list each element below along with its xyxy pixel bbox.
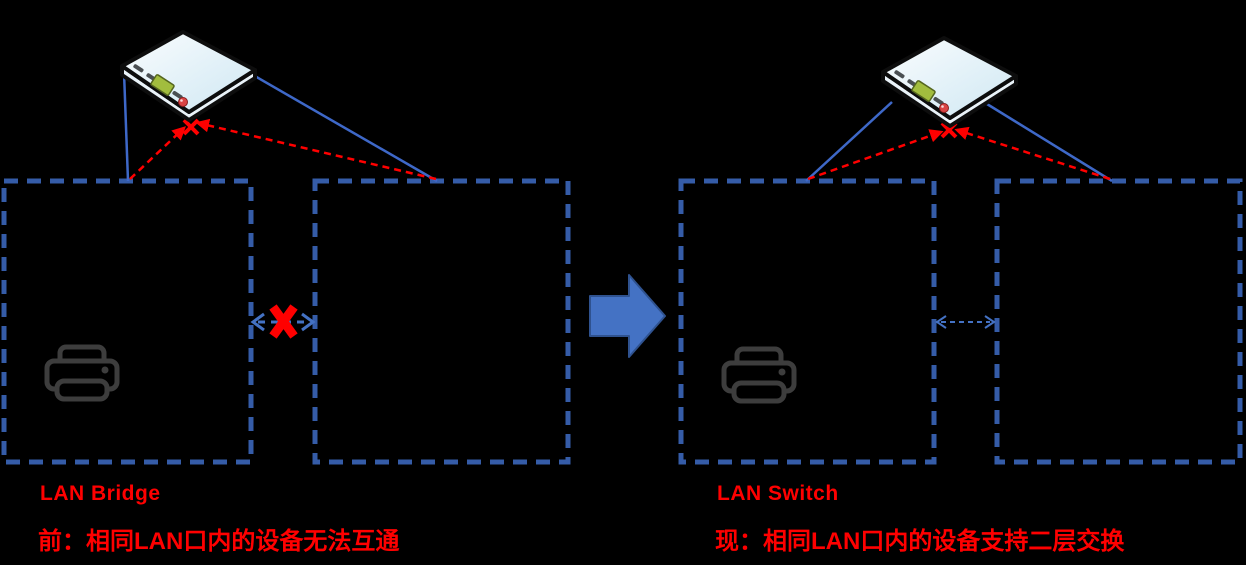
router-device-icon-right — [881, 36, 1018, 128]
left-caption: 前：相同LAN口内的设备无法互通 — [38, 528, 400, 555]
blocked-path-left-1 — [129, 126, 186, 180]
lan-box-right-2 — [994, 178, 1243, 465]
uplink-line-left-2 — [252, 73, 438, 183]
right-block-arrow-icon — [589, 274, 666, 358]
bidirectional-dashed-arrow-icon-right — [935, 315, 996, 329]
lan-box-left-2 — [312, 178, 571, 465]
lan-box-right-1 — [678, 178, 937, 465]
blocked-path-left-2 — [195, 118, 437, 181]
router-device-icon-left — [120, 30, 257, 122]
uplink-line-right-2 — [986, 102, 1113, 183]
right-title: LAN Switch — [717, 482, 839, 505]
uplink-line-right-1 — [805, 101, 893, 182]
blocked-path-right-1 — [807, 129, 944, 181]
right-caption: 现：相同LAN口内的设备支持二层交换 — [715, 528, 1125, 555]
lan-box-left-1 — [1, 178, 254, 465]
red-x-icon-blocked-link — [269, 304, 298, 339]
blocked-path-right-2 — [954, 126, 1111, 181]
bidirectional-dashed-arrow-icon-left — [250, 312, 316, 332]
left-title: LAN Bridge — [40, 482, 161, 505]
uplink-line-left-1 — [122, 71, 130, 182]
printer-icon-right — [724, 349, 794, 401]
red-x-icon-device-left — [182, 118, 200, 136]
printer-icon-left — [47, 347, 117, 399]
